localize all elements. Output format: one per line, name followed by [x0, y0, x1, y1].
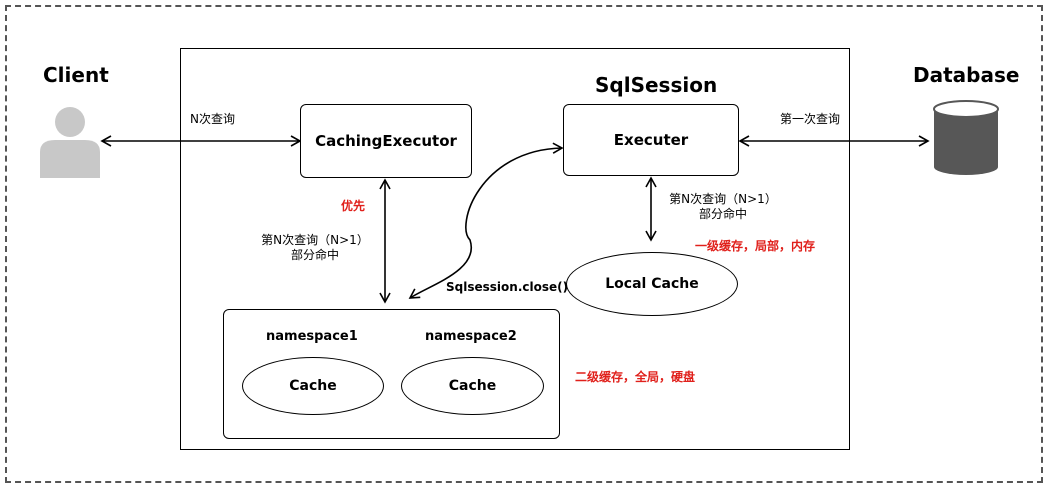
sqlsession-frame [180, 48, 850, 450]
database-title: Database [913, 63, 1020, 87]
priority-label: 优先 [341, 199, 366, 213]
database-icon [933, 100, 999, 175]
nth-query-right-label: 第N次查询（N>1） 部分命中 [658, 192, 788, 222]
nth-query-right-line2: 部分命中 [698, 207, 747, 221]
level1-cache-label: 一级缓存，局部，内存 [695, 239, 816, 253]
namespace2-label: namespace2 [425, 329, 517, 344]
nth-query-left-label: 第N次查询（N>1） 部分命中 [250, 233, 380, 263]
cache1-label: Cache [289, 378, 337, 394]
level2-cache-label: 二级缓存，全局，硬盘 [575, 370, 696, 384]
nth-query-left-line1: 第N次查询（N>1） [261, 233, 369, 247]
executer-label: Executer [613, 131, 689, 149]
nth-query-right-line1: 第N次查询（N>1） [669, 192, 777, 206]
caching-executor-label: CachingExecutor [315, 132, 457, 150]
cache2-label: Cache [448, 378, 497, 394]
executer-box: Executer [563, 104, 739, 176]
cache2-ellipse: Cache [401, 357, 544, 415]
namespace1-label: namespace1 [266, 329, 358, 344]
client-title: Client [43, 63, 109, 87]
outer-frame [5, 5, 1043, 483]
nth-query-left-line2: 部分命中 [290, 248, 339, 262]
user-icon [40, 107, 100, 178]
cache1-ellipse: Cache [242, 357, 384, 415]
first-query-label: 第一次查询 [780, 112, 841, 126]
local-cache-ellipse: Local Cache [566, 252, 738, 316]
sqlsession-title: SqlSession [595, 73, 718, 97]
n-queries-label: N次查询 [190, 112, 235, 126]
local-cache-label: Local Cache [605, 276, 699, 292]
session-close-curve [408, 142, 564, 299]
caching-executor-box: CachingExecutor [300, 104, 472, 178]
session-close-label: Sqlsession.close() [446, 280, 569, 294]
